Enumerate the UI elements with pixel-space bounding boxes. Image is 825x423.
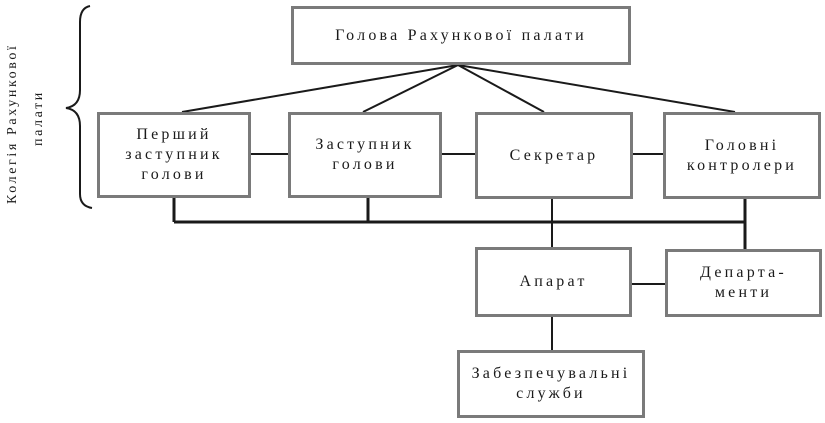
collegium-label-line2: палати <box>31 90 46 146</box>
collegium-label-text: Колегія Рахункової палати <box>5 44 46 204</box>
box-apparatus-label: Апарат <box>519 273 588 290</box>
box-departments-label: Департа- менти <box>700 264 787 301</box>
box-chief-controllers: Головні контролери <box>663 112 821 199</box>
box-head-label: Голова Рахункової палати <box>335 26 587 44</box>
box-secretary: Секретар <box>475 112 633 199</box>
box-first-deputy: Перший заступник голови <box>97 112 251 198</box>
box-first-deputy-label: Перший заступник голови <box>125 126 223 183</box>
line-head-deputy <box>362 64 459 113</box>
box-secretary-label: Секретар <box>509 146 599 164</box>
collegium-brace <box>65 5 93 209</box>
line-head-first-deputy <box>181 64 459 113</box>
box-chief-controllers-label: Головні контролери <box>686 136 798 174</box>
box-head: Голова Рахункової палати <box>291 6 631 65</box>
box-support-services-label: Забезпечувальні служби <box>471 365 631 402</box>
line-head-controllers <box>457 64 736 113</box>
box-departments: Департа- менти <box>665 249 822 317</box>
line-head-secretary <box>457 64 545 113</box>
box-support-services: Забезпечувальні служби <box>457 350 645 418</box>
collegium-label-line1: Колегія Рахункової <box>5 44 20 204</box>
box-deputy-label: Заступник голови <box>315 136 415 173</box>
collegium-label: Колегія Рахункової палати <box>2 2 48 207</box>
box-apparatus: Апарат <box>475 247 632 317</box>
box-deputy: Заступник голови <box>288 112 442 198</box>
